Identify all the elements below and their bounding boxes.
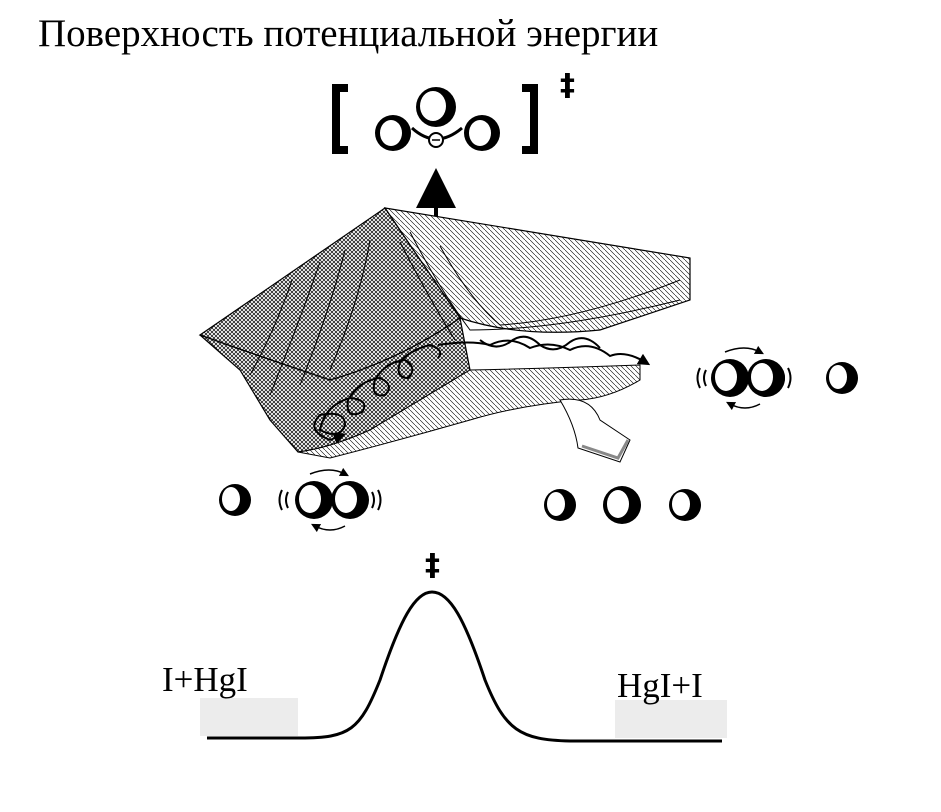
reactants-shade [200, 698, 298, 736]
transition-state-dagger: ‡ [560, 68, 575, 103]
transition-complex-icon [332, 84, 538, 154]
page-title: Поверхность потенциальной энергии [38, 12, 659, 55]
products-label: HgI+I [617, 666, 703, 705]
reactants-molecule-icon [219, 467, 382, 533]
pes-valley-floor [297, 364, 641, 459]
energy-profile-curve [207, 590, 722, 743]
products-shade [615, 700, 727, 738]
reaction-trajectory [313, 335, 651, 444]
reactants-label: I+HgI [162, 660, 248, 699]
products-molecule-icon [696, 345, 858, 411]
pes-cutout [559, 398, 631, 463]
profile-peak-dagger: ‡ [425, 548, 440, 583]
separated-atoms-icon [544, 486, 701, 524]
pes-contours [249, 231, 681, 396]
